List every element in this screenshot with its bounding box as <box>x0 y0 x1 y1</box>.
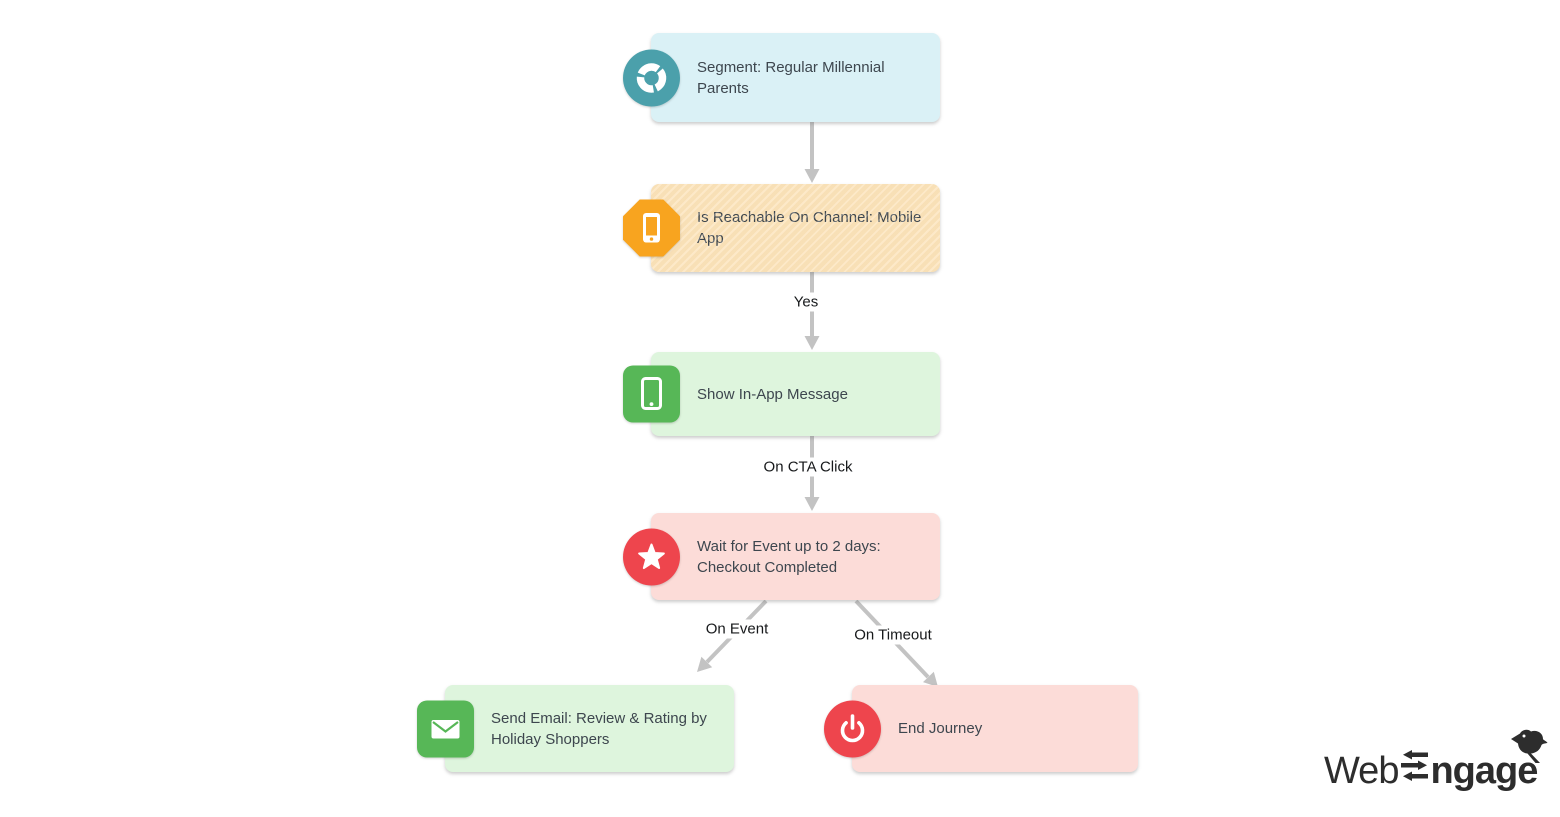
arrowhead-down-icon <box>804 169 820 183</box>
edge-label-yes-text: Yes <box>793 293 819 311</box>
node-reachable-channel-box: Is Reachable On Channel: Mobile App <box>651 184 940 272</box>
edge-label-on-cta-click-text: On CTA Click <box>763 458 853 476</box>
node-show-inapp-message-label: Show In-App Message <box>697 385 848 403</box>
logo-text-ngage: ngage <box>1430 750 1538 792</box>
arrowhead-down-icon <box>804 497 820 511</box>
node-wait-for-event-label: Wait for Event up to 2 days: Checkout Co… <box>697 537 881 576</box>
node-end-journey[interactable]: End Journey <box>824 685 1138 772</box>
node-wait-for-event-box: Wait for Event up to 2 days: Checkout Co… <box>651 513 940 600</box>
node-end-journey-box: End Journey <box>852 685 1138 772</box>
webengage-logo: Web ngage <box>1324 729 1548 792</box>
edge-segment-to-reachable <box>804 122 820 183</box>
edge-label-on-event: On Event <box>699 619 775 639</box>
node-send-email-label: Send Email: Review & Rating by Holiday S… <box>491 709 707 748</box>
node-send-email[interactable]: Send Email: Review & Rating by Holiday S… <box>417 685 734 772</box>
node-wait-for-event[interactable]: Wait for Event up to 2 days: Checkout Co… <box>623 513 940 600</box>
in-app-phone-icon <box>623 365 680 423</box>
logo-arrow-e-icon <box>1401 750 1429 786</box>
node-show-inapp-message[interactable]: Show In-App Message <box>623 352 940 436</box>
segment-donut-icon <box>623 49 680 106</box>
edge-label-on-cta-click: On CTA Click <box>757 457 859 477</box>
logo-bird-icon <box>1509 726 1551 771</box>
star-icon <box>623 528 680 585</box>
envelope-icon <box>417 700 474 757</box>
edge-label-on-event-text: On Event <box>705 620 769 638</box>
logo-text-web: Web <box>1324 750 1399 792</box>
node-show-inapp-message-box: Show In-App Message <box>651 352 940 436</box>
node-end-journey-label: End Journey <box>898 720 983 737</box>
node-segment-label: Segment: Regular Millennial Parents <box>697 58 885 97</box>
edge-label-on-timeout-text: On Timeout <box>854 626 932 644</box>
mobile-phone-icon <box>623 199 680 257</box>
power-icon <box>824 700 881 757</box>
arrowhead-diagonal-icon <box>697 656 713 672</box>
edge-label-on-timeout: On Timeout <box>848 625 938 645</box>
arrowhead-down-icon <box>804 336 820 350</box>
node-reachable-channel-label: Is Reachable On Channel: Mobile App <box>697 209 922 247</box>
node-segment-box: Segment: Regular Millennial Parents <box>651 33 940 122</box>
node-send-email-box: Send Email: Review & Rating by Holiday S… <box>445 685 734 772</box>
node-segment[interactable]: Segment: Regular Millennial Parents <box>623 33 940 122</box>
node-reachable-channel[interactable]: Is Reachable On Channel: Mobile App <box>623 184 940 272</box>
edge-label-yes: Yes <box>787 292 825 312</box>
